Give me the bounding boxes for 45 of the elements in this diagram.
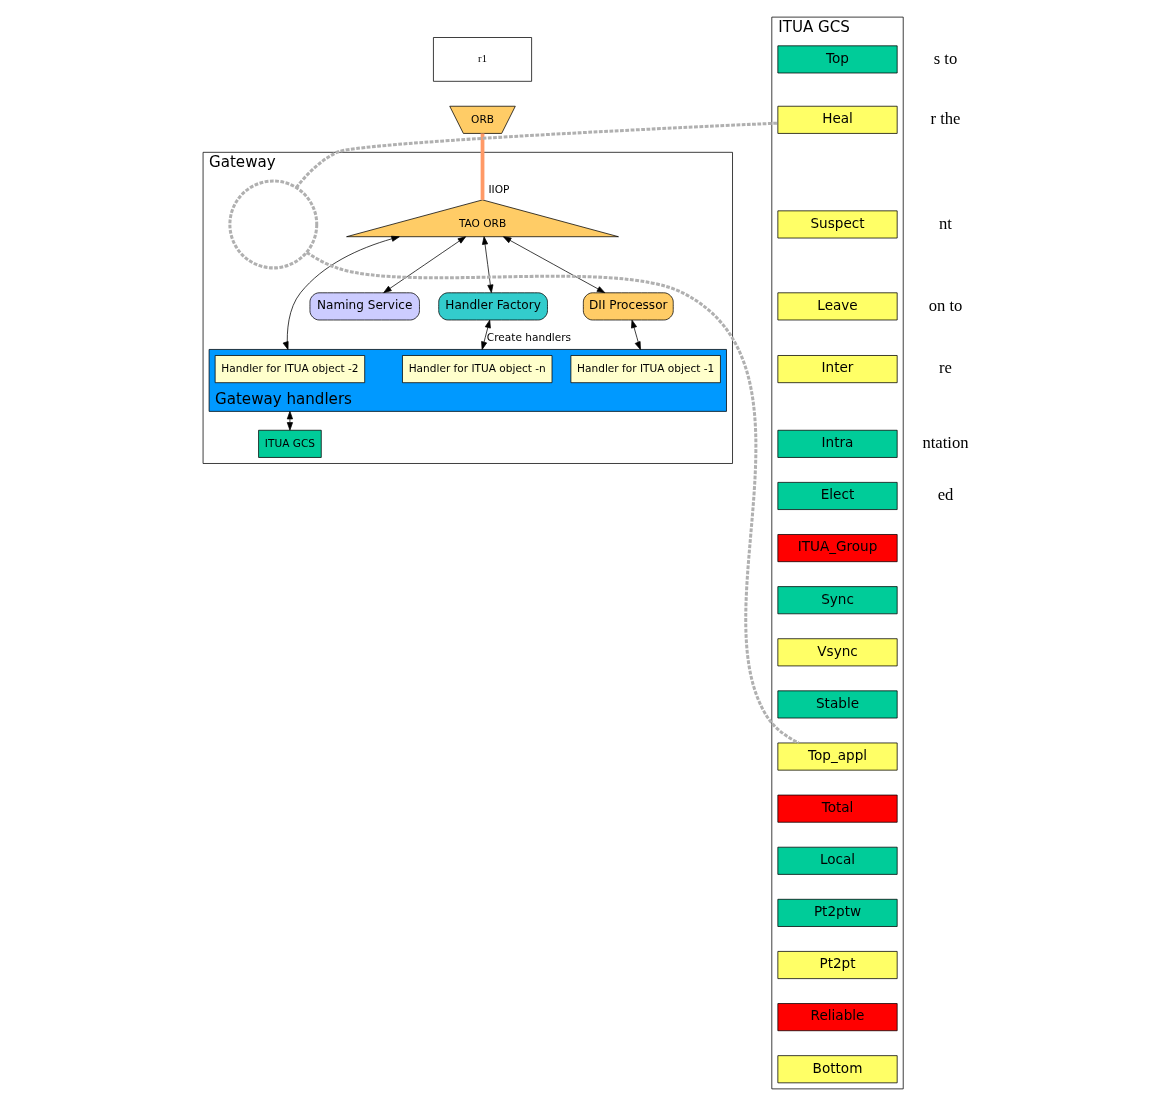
label: ed — [937, 485, 954, 505]
node-box: Elect — [777, 482, 898, 510]
node-box: Inter — [777, 355, 898, 384]
node-box: Reliable — [777, 1003, 898, 1032]
arrow — [383, 236, 466, 294]
node-box: Leave — [777, 292, 898, 321]
label: re — [939, 358, 952, 378]
node-box: Bottom — [777, 1055, 898, 1084]
arrow — [481, 319, 491, 350]
arrow — [286, 411, 293, 431]
arrow — [631, 319, 641, 350]
edge-label: Create handlers — [486, 330, 572, 343]
node-box: Naming Service — [309, 292, 420, 321]
node-box: Top_appl — [777, 742, 898, 771]
edge-label: IIOP — [488, 183, 510, 196]
node-box: Stable — [777, 690, 898, 719]
label: nt — [939, 213, 952, 233]
node-box: DII Processor — [583, 292, 674, 321]
node-box: Vsync — [777, 638, 898, 667]
node-circle — [228, 179, 319, 270]
node-box: ITUA GCS — [258, 429, 322, 458]
connector — [295, 121, 778, 189]
label: r the — [930, 109, 961, 129]
node-box: Suspect — [777, 210, 898, 239]
label: s to — [933, 48, 958, 68]
arrow — [282, 235, 400, 350]
node-box: Top — [777, 45, 898, 74]
node-box: Pt2pt — [777, 951, 898, 979]
arrow — [482, 236, 494, 293]
node-box: r1 — [433, 37, 532, 82]
node-box: Local — [777, 846, 898, 875]
arrow — [503, 236, 606, 294]
node-box: ITUA_Group — [777, 534, 898, 563]
node-box: Handler for ITUA object -n — [402, 355, 553, 384]
label: ntation — [922, 433, 969, 453]
node-box: Handler for ITUA object -1 — [570, 355, 721, 384]
node-box: Sync — [777, 586, 898, 615]
node-box: Handler Factory — [438, 292, 548, 321]
connector — [480, 133, 485, 200]
node-box: Heal — [777, 105, 898, 134]
label: on to — [928, 295, 963, 315]
node-box: Pt2ptw — [777, 898, 898, 927]
node-box: Total — [777, 794, 898, 823]
node-box: Handler for ITUA object -2 — [214, 355, 366, 384]
node-box: Intra — [777, 429, 898, 458]
